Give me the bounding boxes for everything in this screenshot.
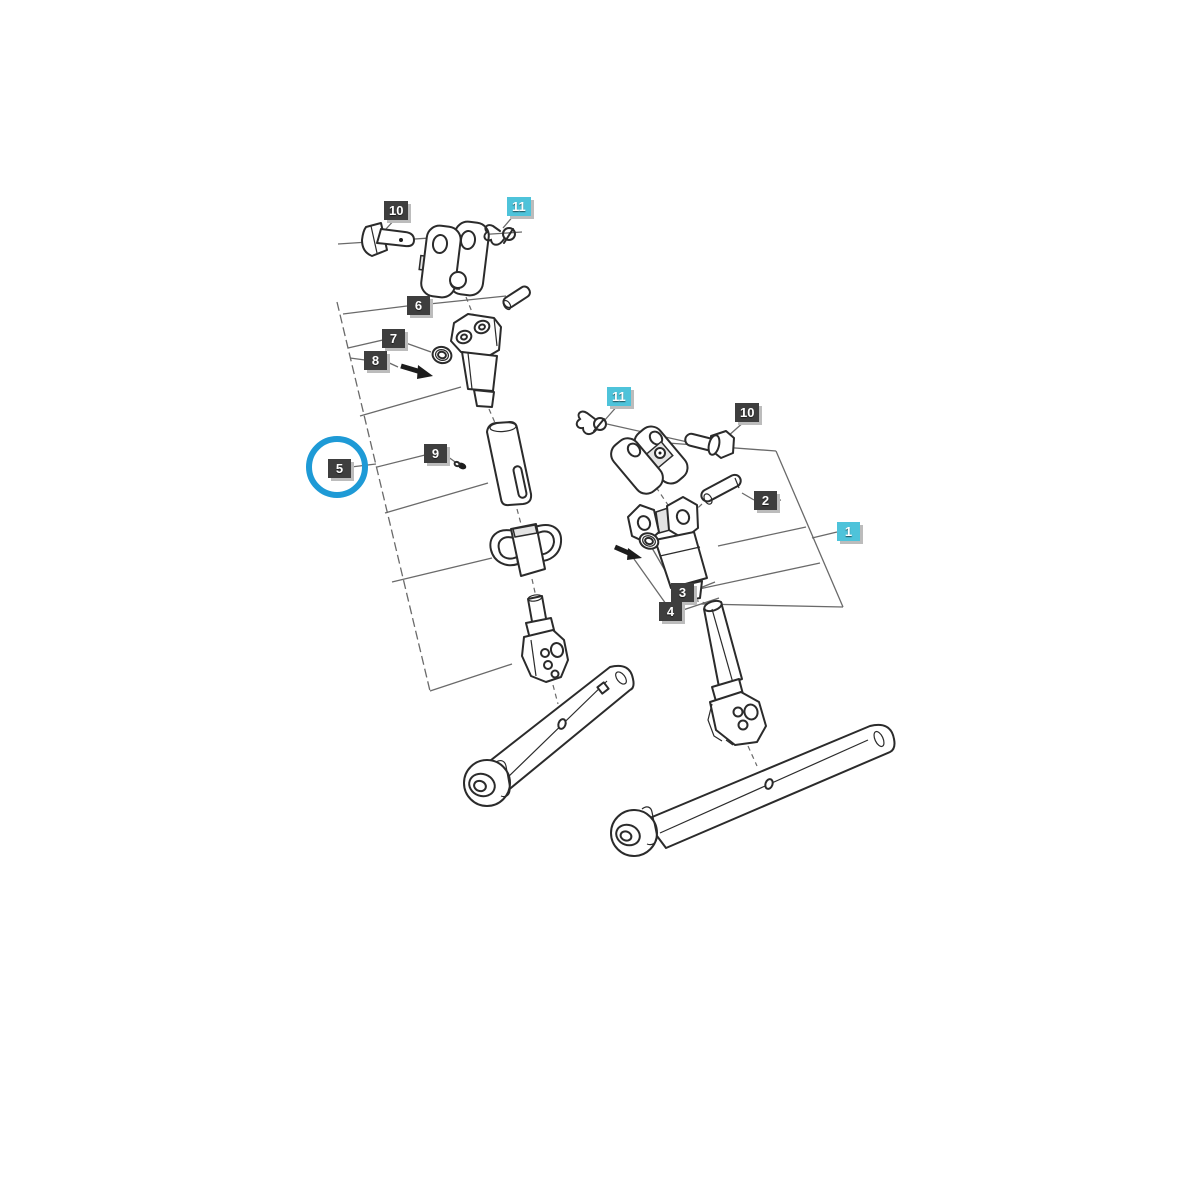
callout-10-right[interactable]: 10 (735, 403, 760, 422)
callout-1[interactable]: 1 (837, 522, 860, 541)
callout-9[interactable]: 9 (424, 444, 447, 463)
part-pin-6 (502, 285, 531, 311)
callout-3[interactable]: 3 (671, 583, 694, 602)
part-set-screw-9 (453, 460, 467, 470)
part-handle (489, 523, 563, 577)
selection-circle (306, 436, 368, 498)
part-washer-3 (638, 532, 660, 550)
part-fork-end-left (521, 594, 569, 683)
part-lift-arm-left (463, 664, 635, 807)
callout-11-right[interactable]: 11 (607, 387, 631, 406)
part-turnbuckle-barrel-5 (486, 421, 533, 507)
part-clevis-pin-top (361, 222, 415, 257)
part-link-body-right (703, 599, 767, 746)
part-clevis-right (610, 425, 689, 495)
part-top-link-upper-body (450, 313, 502, 408)
callout-7[interactable]: 7 (382, 329, 405, 348)
part-r-clip-top (483, 224, 516, 246)
part-pin-2 (700, 473, 742, 505)
part-arrow-4 (613, 544, 642, 560)
part-r-clip-right (575, 410, 607, 436)
part-pin-10-right (684, 430, 735, 459)
callout-8[interactable]: 8 (364, 351, 387, 370)
part-top-clevis (418, 220, 490, 299)
part-washer-7 (431, 345, 453, 365)
callout-6[interactable]: 6 (407, 296, 430, 315)
part-yoke-right (627, 496, 708, 602)
part-lift-arm-right (610, 723, 896, 857)
part-arrow-8 (400, 363, 433, 379)
callout-4[interactable]: 4 (659, 602, 682, 621)
callout-11-left[interactable]: 11 (507, 197, 531, 216)
callout-10-left[interactable]: 10 (384, 201, 409, 220)
callout-5[interactable]: 5 (328, 459, 351, 478)
callout-2[interactable]: 2 (754, 491, 777, 510)
